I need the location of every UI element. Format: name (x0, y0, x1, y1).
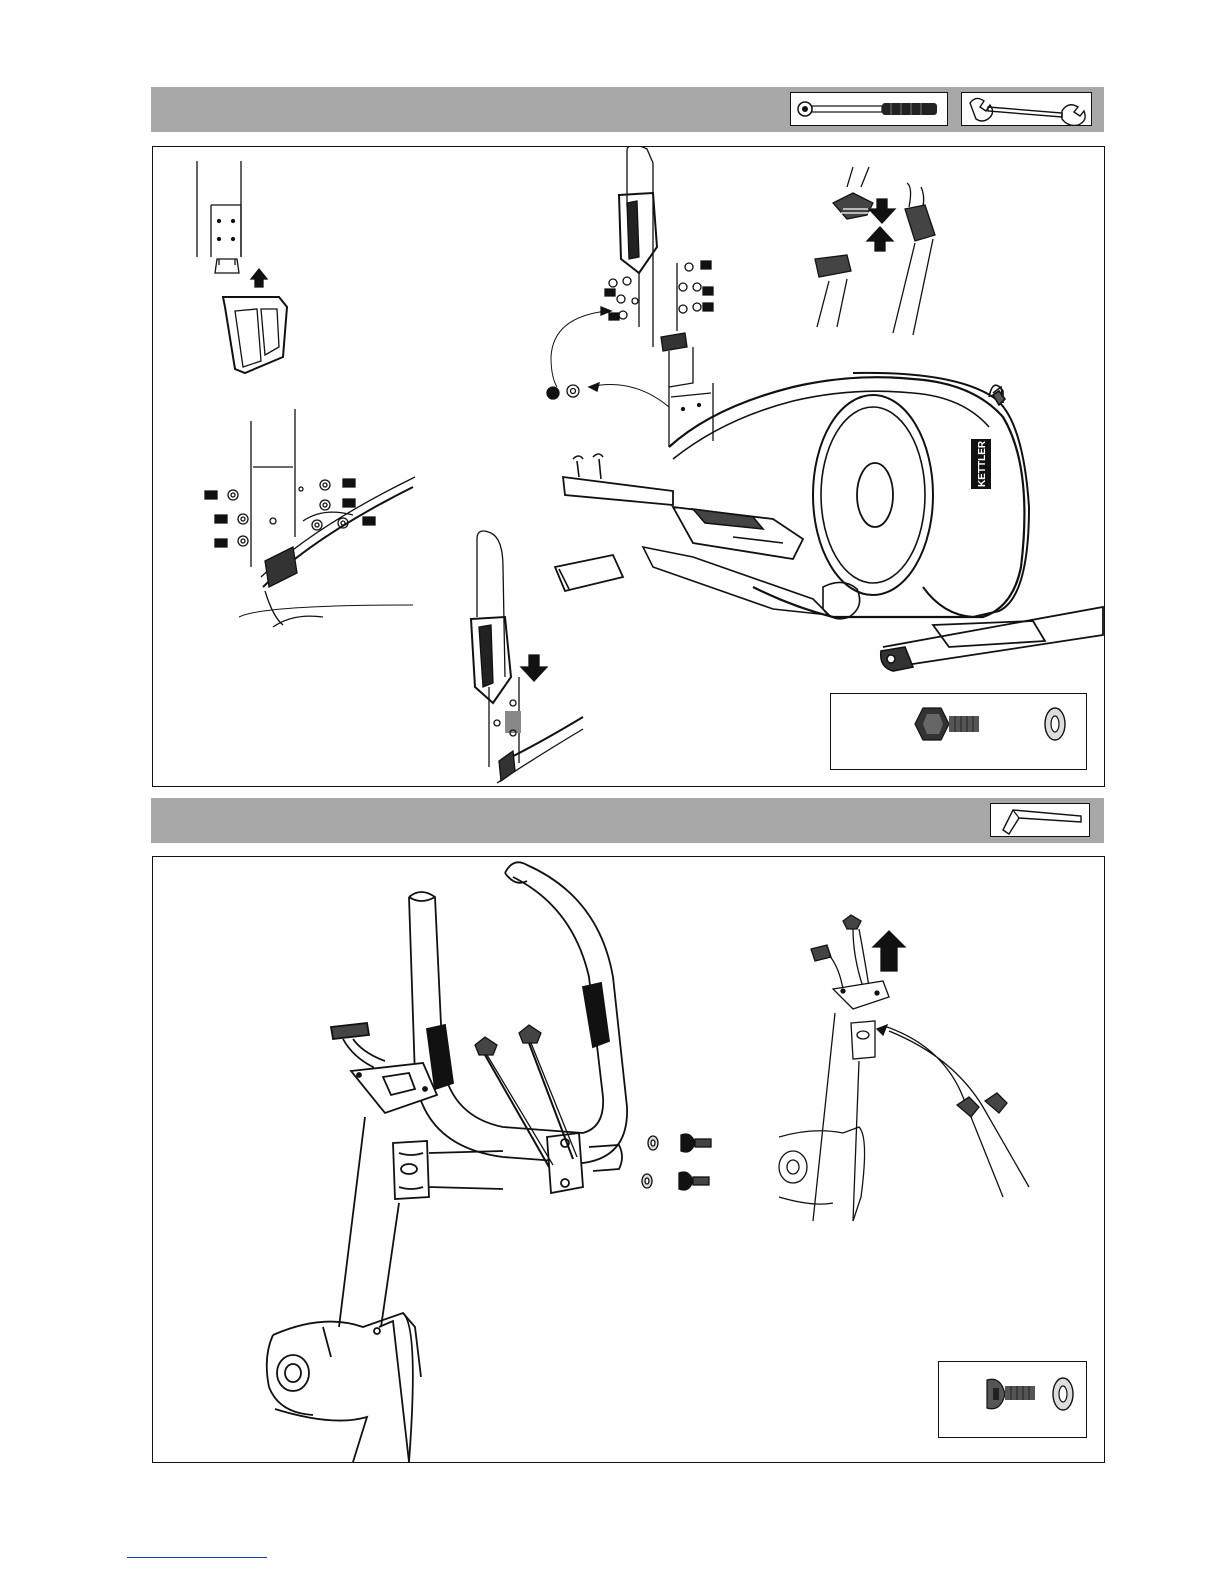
washer-icon (1053, 1378, 1073, 1410)
step-1-parts-icons (831, 694, 1086, 769)
tool-box-torque-wrench (790, 92, 948, 126)
allen-key-icon (991, 804, 1089, 836)
screws-washers-step2 (642, 1134, 711, 1190)
step-1-parts-box (830, 693, 1087, 770)
upright-tube-frame-bolts (205, 409, 415, 627)
tool-box-open-wrench (961, 92, 1092, 126)
hex-bolt-icon (915, 708, 979, 740)
washer-icon (1045, 708, 1065, 740)
open-end-wrench-icon (962, 93, 1091, 125)
upright-tube-top-left (197, 161, 287, 373)
elliptical-trainer-body: KETTLER (555, 373, 1103, 671)
step-2-parts-icons (939, 1362, 1086, 1437)
step-2-parts-box (938, 1361, 1087, 1438)
footer-divider (127, 1557, 267, 1558)
step-1-illustration: KETTLER (153, 147, 1104, 786)
step-1-panel: KETTLER (152, 146, 1105, 787)
upright-assembly-center (547, 147, 713, 447)
brand-label: KETTLER (977, 440, 988, 487)
hex-bolts-left (205, 490, 276, 547)
step-2-header-bar (151, 798, 1104, 843)
handlebar (409, 862, 627, 1193)
button-head-screw-icon (987, 1379, 1035, 1408)
step-2-panel (152, 856, 1105, 1463)
tool-box-allen-key (990, 803, 1090, 837)
cover-slide-down (471, 531, 583, 783)
cable-pull-detail (779, 915, 1029, 1221)
torque-wrench-icon (791, 93, 947, 125)
cable-connectors-detail (815, 167, 935, 335)
upright-column-step2 (267, 1023, 503, 1462)
